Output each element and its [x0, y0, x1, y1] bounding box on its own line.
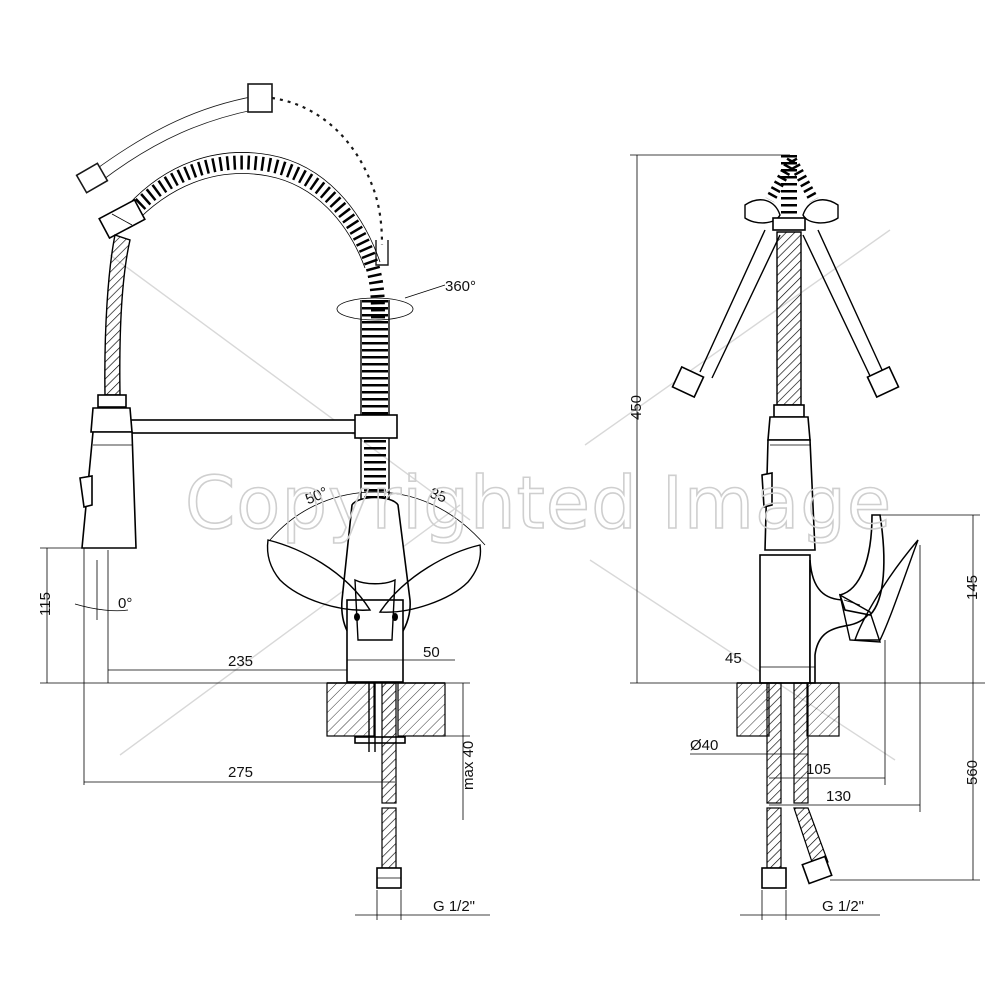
- total-reach-dim-275: 275: [228, 764, 253, 781]
- side-dimensions: 450 145 45 Ø40 105 130 560 G 1/2": [628, 154, 985, 920]
- deck-dim-max40: max 40: [460, 741, 477, 790]
- swivel-alt-positions: [671, 157, 900, 399]
- height-dim-450: 450: [628, 395, 645, 420]
- spout-dim-50: 50: [423, 644, 440, 661]
- front-dimensions: 115 0° 235 50 275 max 40 G 1/2": [37, 547, 490, 920]
- rotation-marker: 360°: [336, 278, 476, 321]
- offset-dim-45: 45: [725, 650, 742, 667]
- tilt-angle-label: 0°: [118, 595, 132, 612]
- watermark-text: Copyrighted Image: [185, 461, 892, 545]
- support-bar: [127, 414, 398, 439]
- angle-right-label: 35: [427, 485, 448, 507]
- side-spray-head: [761, 404, 816, 551]
- deck-section: [326, 682, 446, 889]
- front-view: 360° 50° 35: [37, 83, 896, 920]
- reach-dim-235: 235: [228, 653, 253, 670]
- depth-dim-105: 105: [806, 761, 831, 778]
- spring-alt-position: [75, 83, 389, 266]
- side-spring: [772, 155, 806, 406]
- depth-dim-130: 130: [826, 788, 851, 805]
- braided-hose: [98, 198, 146, 396]
- faucet-body: 50° 35: [266, 484, 486, 683]
- hole-dim-40: Ø40: [690, 737, 718, 754]
- spring-coil: [124, 152, 390, 505]
- handle-dim-145: 145: [964, 575, 981, 600]
- side-view: 450 145 45 Ø40 105 130 560 G 1/2": [628, 154, 985, 920]
- spray-head: [79, 394, 137, 549]
- height-dim-115: 115: [37, 592, 54, 616]
- side-deck-section: [736, 682, 840, 889]
- rotation-label: 360°: [445, 278, 476, 295]
- thread-label-side: G 1/2": [822, 898, 864, 915]
- side-body: [759, 514, 919, 684]
- thread-label-front: G 1/2": [433, 898, 475, 915]
- hose-dim-560: 560: [964, 760, 981, 785]
